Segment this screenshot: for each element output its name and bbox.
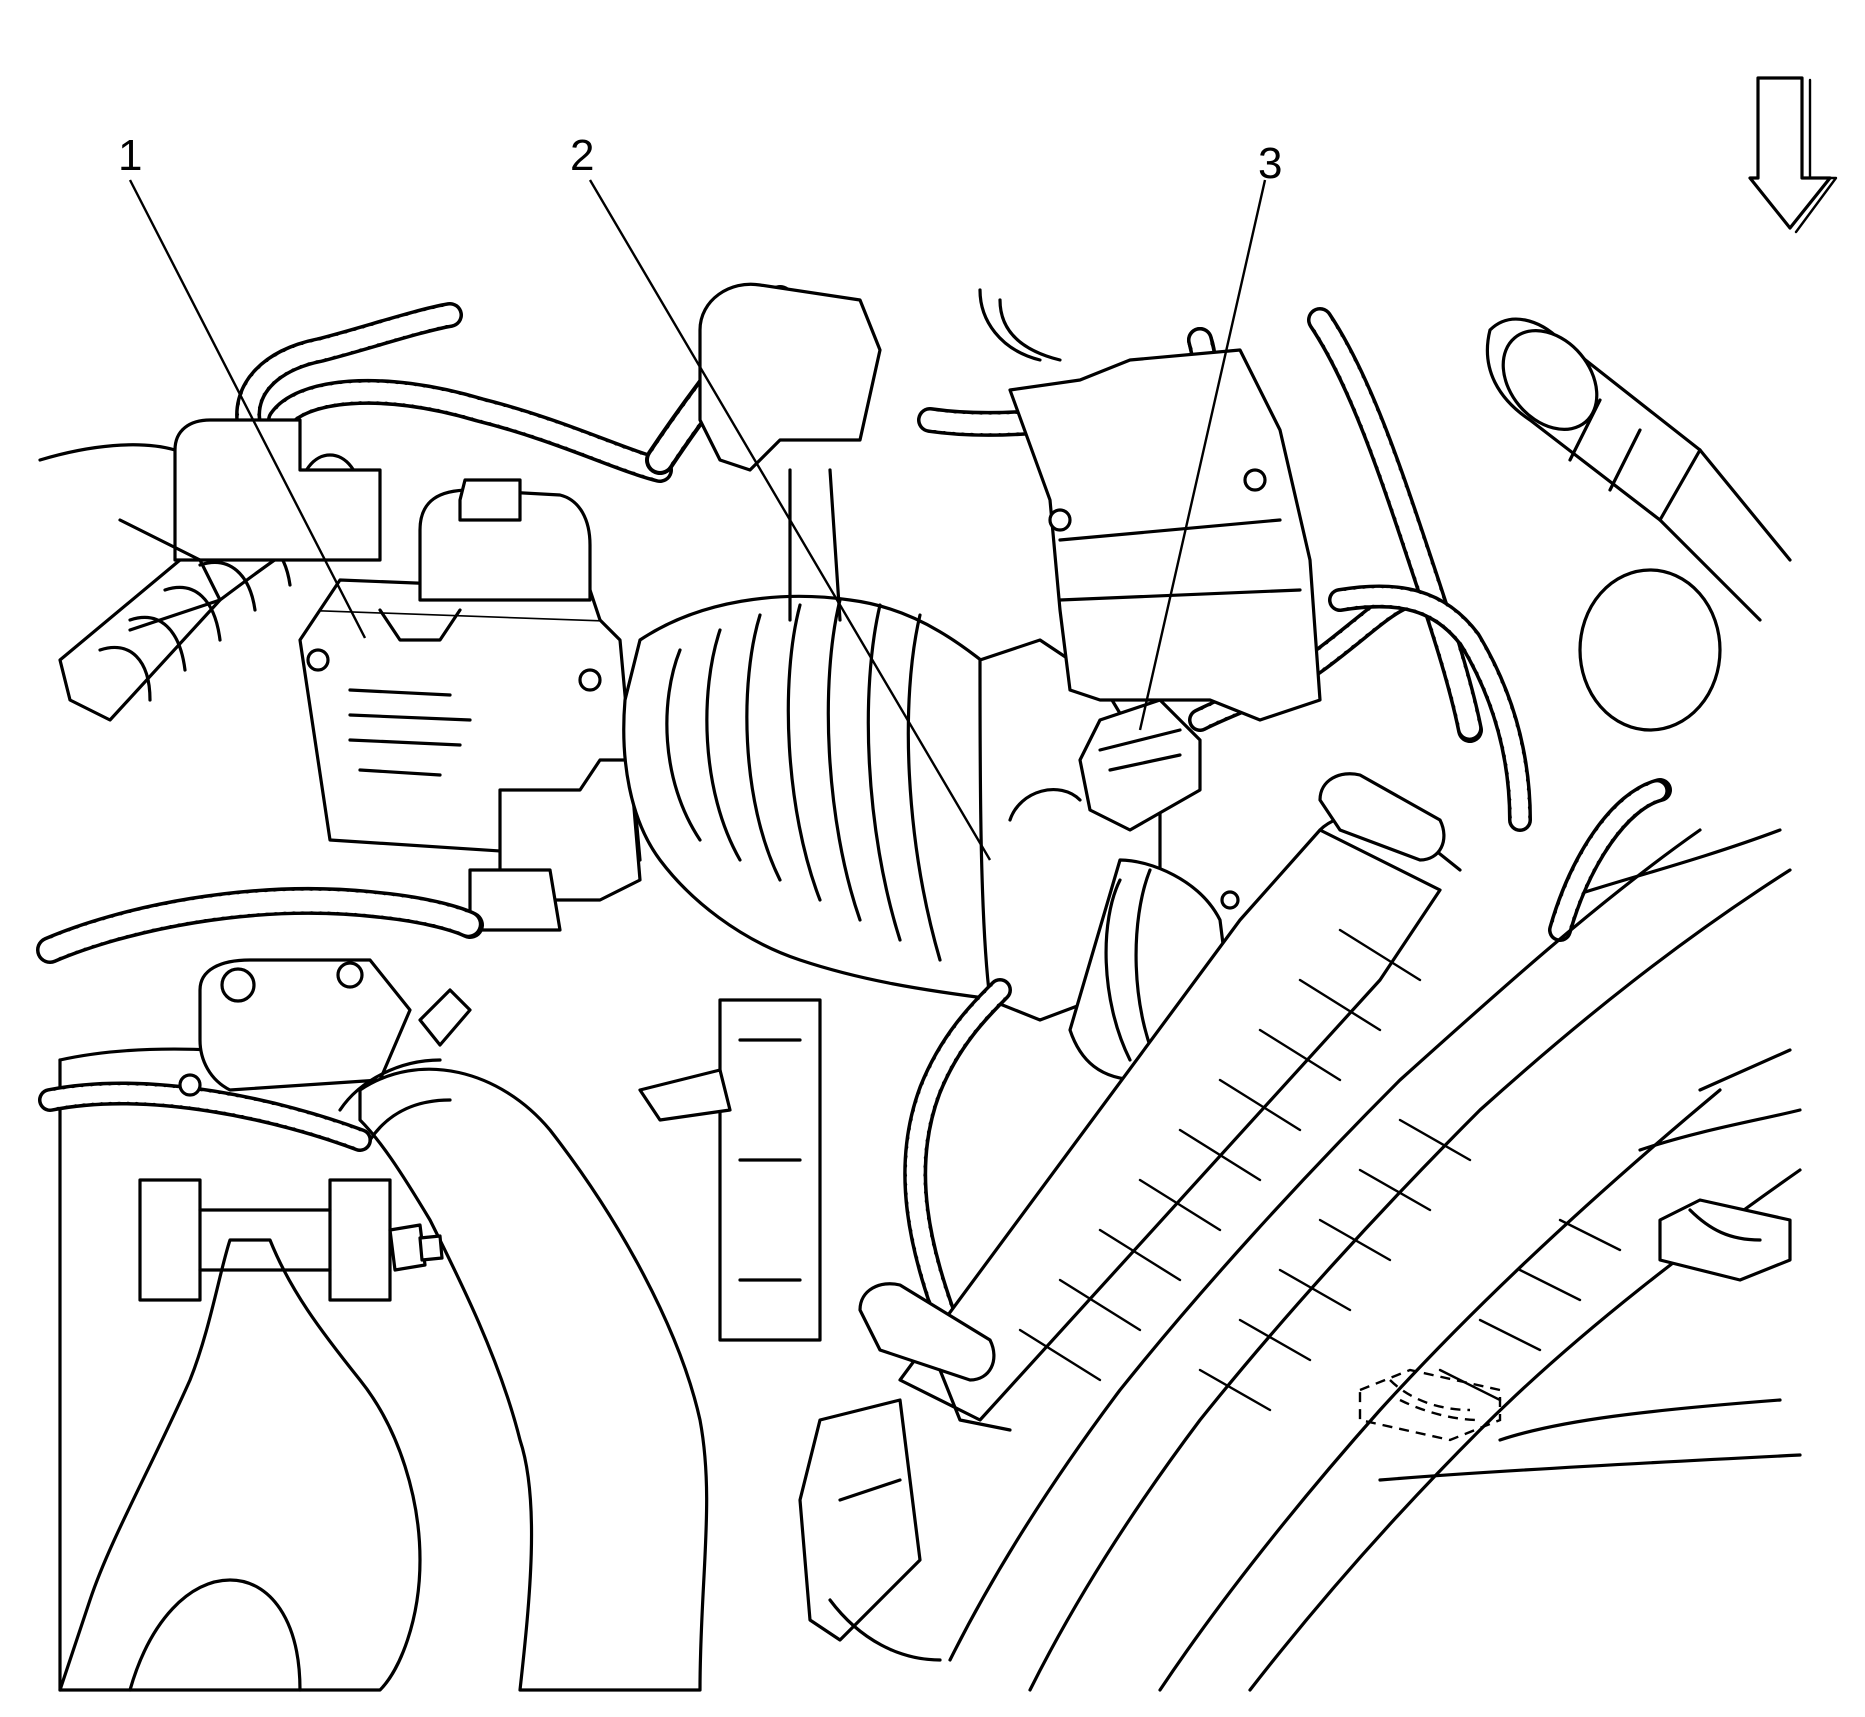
- callout-1-label: 1: [118, 131, 142, 180]
- radiator-fins: [1018, 928, 1622, 1412]
- callout-3-label: 3: [1258, 139, 1282, 188]
- lower-left-mount: [178, 958, 472, 1097]
- callout-2-label: 2: [570, 131, 594, 180]
- part-1-module: [298, 478, 642, 932]
- right-block-solid: [1658, 1198, 1792, 1282]
- suspension-arm: [58, 1178, 444, 1692]
- callout-1-leader: [128, 179, 367, 639]
- lower-center-bracket: [798, 1398, 942, 1662]
- center-vertical-pipe: [638, 282, 882, 1342]
- callout-labels: 1 2 3: [118, 131, 1282, 188]
- callout-2-leader: [588, 179, 992, 861]
- radiator-support: [898, 813, 1802, 1692]
- callout-3-leader: [1138, 179, 1267, 731]
- lower-coolant-hose: [338, 1058, 709, 1692]
- harness-clips: [858, 772, 1446, 1432]
- lower-left-harness: [36, 887, 484, 1152]
- right-wire-harness: [903, 307, 1672, 1342]
- callout-leaders: [128, 179, 1267, 861]
- down-arrow-icon: [1748, 76, 1838, 234]
- upper-left-bracket: [118, 418, 382, 632]
- upper-right-cylinder: [1485, 317, 1792, 732]
- upper-center-housing: [978, 288, 1322, 722]
- right-block-dashed: [1358, 1368, 1502, 1442]
